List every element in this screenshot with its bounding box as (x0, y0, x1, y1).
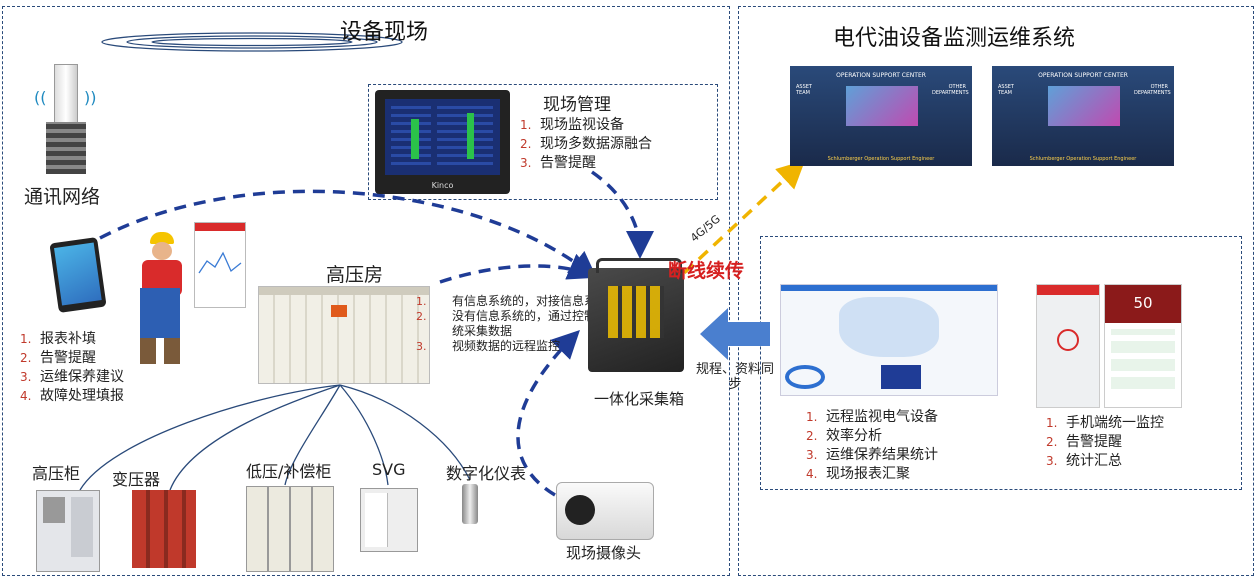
web-feature-list: 1.远程监视电气设备 2.效率分析 3.运维保养结果统计 4.现场报表汇聚 (806, 408, 938, 484)
hv-room-title: 高压房 (326, 264, 384, 286)
ops-banner: OPERATION SUPPORT CENTER (1038, 72, 1128, 79)
camera-label: 现场摄像头 (566, 544, 642, 562)
wireless-rings (101, 32, 403, 52)
ops-footer: Schlumberger Operation Support Engineer (1029, 156, 1137, 162)
site-management-box (368, 84, 718, 200)
site-management-title: 现场管理 (543, 95, 611, 115)
digital-meter-image (462, 484, 478, 524)
ops-footer: Schlumberger Operation Support Engineer (827, 156, 935, 162)
list-item: 3.告警提醒 (520, 155, 596, 171)
ops-right-tag: OTHER DEPARTMENTS (1134, 84, 1171, 96)
hv-cabinet-image (36, 490, 100, 572)
mobile-stats-screen: 50 (1104, 284, 1182, 408)
hv-room-image (258, 286, 430, 384)
equipment-site-title: 设备现场 (340, 20, 429, 45)
list-item: 4.现场报表汇聚 (806, 466, 910, 482)
resume-transfer-label: 断线续传 (668, 260, 745, 282)
collector-label: 一体化采集箱 (594, 390, 685, 408)
list-item: 1.远程监视电气设备 (806, 409, 938, 425)
comm-tower-image: (( )) (34, 64, 96, 174)
device-connections (79, 384, 471, 491)
monitoring-system-panel (738, 6, 1254, 576)
mobile-big-number: 50 (1133, 294, 1153, 312)
arrow-tablet-to-collector (99, 189, 598, 280)
worker-image (128, 232, 188, 364)
arrow-hvroom-to-collector (439, 253, 597, 284)
ops-center-image-1: OPERATION SUPPORT CENTER ASSET TEAM OTHE… (790, 66, 972, 166)
list-item: 2.没有信息系统的，通过控制系统采集数据 (416, 309, 609, 338)
ops-left-tag: ASSET TEAM (796, 84, 812, 96)
arrow-uplink-4g5g (653, 160, 806, 302)
ops-banner: OPERATION SUPPORT CENTER (836, 72, 926, 79)
mobile-task-list: 1.报表补填 2.告警提醒 3.运维保养建议 4.故障处理填报 (20, 330, 124, 406)
list-item: 2.告警提醒 (20, 350, 96, 366)
list-item: 1.有信息系统的，对接信息系统 (416, 294, 609, 308)
device-label-hv-cabinet: 高压柜 (32, 464, 81, 483)
list-item: 4.故障处理填报 (20, 388, 124, 404)
arrow-camera-to-collector (516, 330, 580, 497)
list-item: 2.现场多数据源融合 (520, 136, 652, 152)
lv-cabinet-image (246, 486, 334, 572)
phone-report-image (194, 222, 246, 308)
collector-box-image (588, 258, 684, 372)
equipment-site-panel (2, 6, 730, 576)
hmi-touch-panel: Kinco (375, 90, 510, 194)
device-label-lv-cabinet: 低压/补偿柜 (246, 462, 332, 481)
transformer-image (132, 490, 196, 568)
ops-center-image-2: OPERATION SUPPORT CENTER ASSET TEAM OTHE… (992, 66, 1174, 166)
web-dashboard-image (780, 284, 998, 396)
site-management-list: 1.现场监视设备 2.现场多数据源融合 3.告警提醒 (520, 116, 652, 173)
list-item: 3.视频数据的远程监控 (416, 339, 561, 353)
mobile-map-screen (1036, 284, 1100, 408)
hmi-brand: Kinco (431, 181, 454, 190)
hv-room-list: 1.有信息系统的，对接信息系统 2.没有信息系统的，通过控制系统采集数据 3.视… (416, 294, 610, 354)
list-item: 3.统计汇总 (1046, 453, 1122, 469)
list-item: 3.运维保养建议 (20, 369, 124, 385)
mobile-feature-list: 1.手机端统一监控 2.告警提醒 3.统计汇总 (1046, 414, 1164, 471)
sync-label: 规程、资料同步 (696, 362, 775, 392)
device-label-svg: SVG (372, 460, 406, 479)
list-item: 2.告警提醒 (1046, 434, 1122, 450)
ops-right-tag: OTHER DEPARTMENTS (932, 84, 969, 96)
list-item: 3.运维保养结果统计 (806, 447, 938, 463)
sync-arrow (700, 308, 770, 360)
list-item: 1.手机端统一监控 (1046, 415, 1164, 431)
monitoring-system-title: 电代油设备监测运维系统 (833, 26, 1076, 51)
tablet-image (49, 237, 107, 313)
arrow-hmi-to-collector (590, 170, 654, 259)
device-label-transformer: 变压器 (112, 470, 161, 489)
ops-left-tag: ASSET TEAM (998, 84, 1014, 96)
network-label: 通讯网络 (24, 186, 101, 208)
list-item: 1.现场监视设备 (520, 117, 624, 133)
device-label-meter: 数字化仪表 (446, 464, 527, 483)
list-item: 1.报表补填 (20, 331, 96, 347)
camera-image (556, 482, 654, 540)
svg-cabinet-image (360, 488, 418, 552)
list-item: 2.效率分析 (806, 428, 882, 444)
web-app-box (760, 236, 1242, 490)
